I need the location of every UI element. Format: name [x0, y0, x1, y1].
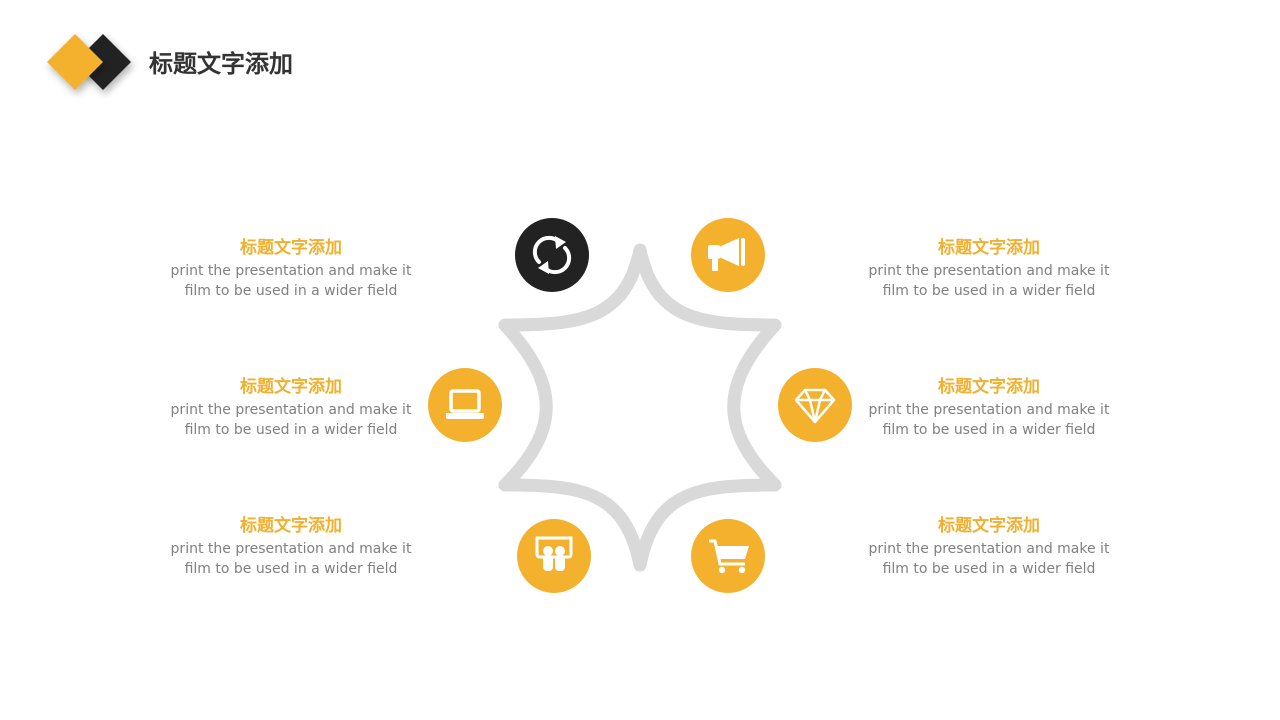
star-ring [498, 243, 782, 572]
shopping-cart-icon [709, 539, 749, 574]
text-block-left-1: 标题文字添加 print the presentation and make i… [151, 235, 431, 301]
text-block-left-3: 标题文字添加 print the presentation and make i… [151, 513, 431, 579]
block-description: print the presentation and make it [170, 263, 412, 279]
block-title: 标题文字添加 [938, 238, 1040, 258]
page-title: 标题文字添加 [149, 50, 293, 78]
laptop-icon [446, 389, 484, 419]
text-block-right-2: 标题文字添加 print the presentation and make i… [849, 374, 1129, 440]
block-description: film to be used in a wider field [184, 283, 398, 299]
block-description: print the presentation and make it [868, 541, 1110, 557]
block-title: 标题文字添加 [240, 238, 342, 258]
node-diamond [778, 368, 852, 442]
node-circle [428, 368, 502, 442]
text-block-left-2: 标题文字添加 print the presentation and make i… [151, 374, 431, 440]
block-description: print the presentation and make it [170, 541, 412, 557]
text-block-right-1: 标题文字添加 print the presentation and make i… [849, 235, 1129, 301]
node-cart [691, 519, 765, 593]
block-description: film to be used in a wider field [882, 422, 1096, 438]
block-description: print the presentation and make it [868, 263, 1110, 279]
block-description: film to be used in a wider field [184, 561, 398, 577]
block-description: print the presentation and make it [868, 402, 1110, 418]
block-title: 标题文字添加 [938, 377, 1040, 397]
text-block-right-3: 标题文字添加 print the presentation and make i… [849, 513, 1129, 579]
node-circle [778, 368, 852, 442]
node-refresh [515, 218, 589, 292]
block-description: film to be used in a wider field [184, 422, 398, 438]
block-description: print the presentation and make it [170, 402, 412, 418]
node-slideshare [517, 519, 591, 593]
node-megaphone [691, 218, 765, 292]
megaphone-icon [708, 238, 745, 271]
diamond-icon [794, 388, 836, 424]
node-laptop [428, 368, 502, 442]
node-circle [515, 218, 589, 292]
block-description: film to be used in a wider field [882, 283, 1096, 299]
block-title: 标题文字添加 [240, 377, 342, 397]
refresh-icon [532, 235, 572, 275]
block-title: 标题文字添加 [938, 516, 1040, 536]
block-description: film to be used in a wider field [882, 561, 1096, 577]
logo-diamonds [47, 34, 131, 90]
slideshare-icon [535, 536, 573, 571]
logo-yellow-diamond [47, 34, 103, 90]
block-title: 标题文字添加 [240, 516, 342, 536]
